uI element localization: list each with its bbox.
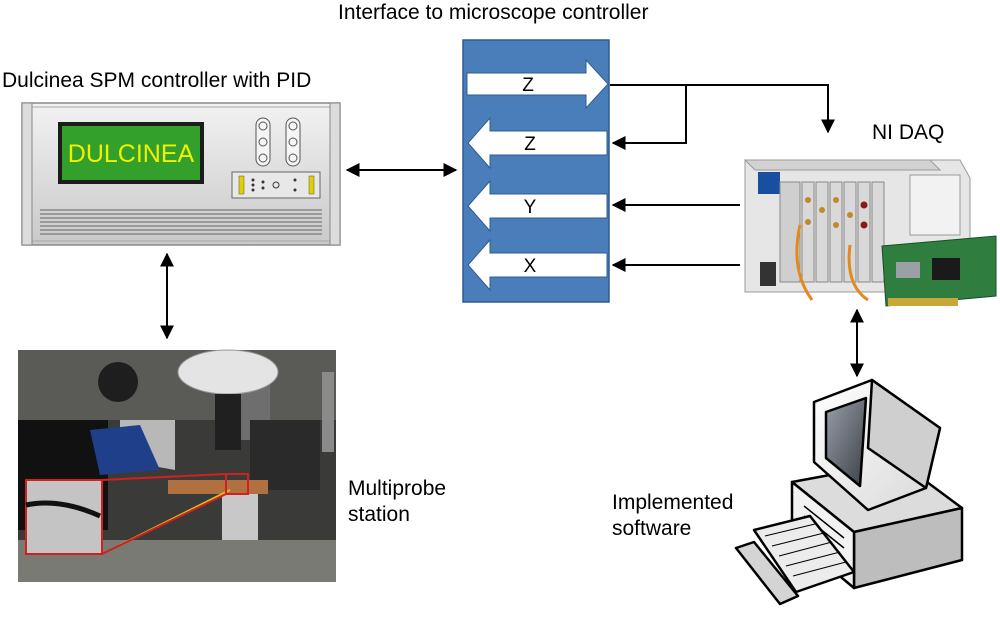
channel-arrow-z-out [466, 58, 609, 110]
controller-screen-text: DULCINEA [68, 140, 195, 168]
dulcinea-controller: DULCINEA [21, 102, 341, 246]
channel-arrow-y [467, 179, 608, 233]
z-out-to-daq-line [610, 84, 835, 134]
channel-label-z-in: Z [524, 134, 536, 155]
z-feedback-line [611, 85, 687, 150]
controller-screen: DULCINEA [58, 122, 204, 184]
controller-panel [231, 171, 321, 199]
channel-arrow-x [467, 238, 608, 292]
controller-knobs [255, 117, 301, 167]
probe-station-label: Multiprobe station [348, 477, 447, 526]
interface-box: Z Z Y X [462, 39, 610, 303]
channel-label-y: Y [524, 197, 537, 218]
controller-title: Dulcinea SPM controller with PID [2, 69, 312, 92]
channel-label-x: X [524, 256, 537, 277]
interface-title: Interface to microscope controller [338, 1, 649, 24]
daq-title: NI DAQ [872, 121, 945, 144]
daq-pci-card [881, 235, 997, 307]
computer [734, 378, 964, 606]
channel-arrow-z-in [467, 116, 608, 170]
controller-vents [40, 209, 322, 235]
software-label: Implemented software [612, 491, 734, 540]
multiprobe-station-photo [18, 349, 336, 582]
connections [160, 84, 864, 378]
channel-label-z-out: Z [522, 75, 534, 96]
computer-screen [824, 396, 868, 488]
computer-keyboard [752, 514, 856, 594]
ni-daq-device [743, 159, 997, 307]
